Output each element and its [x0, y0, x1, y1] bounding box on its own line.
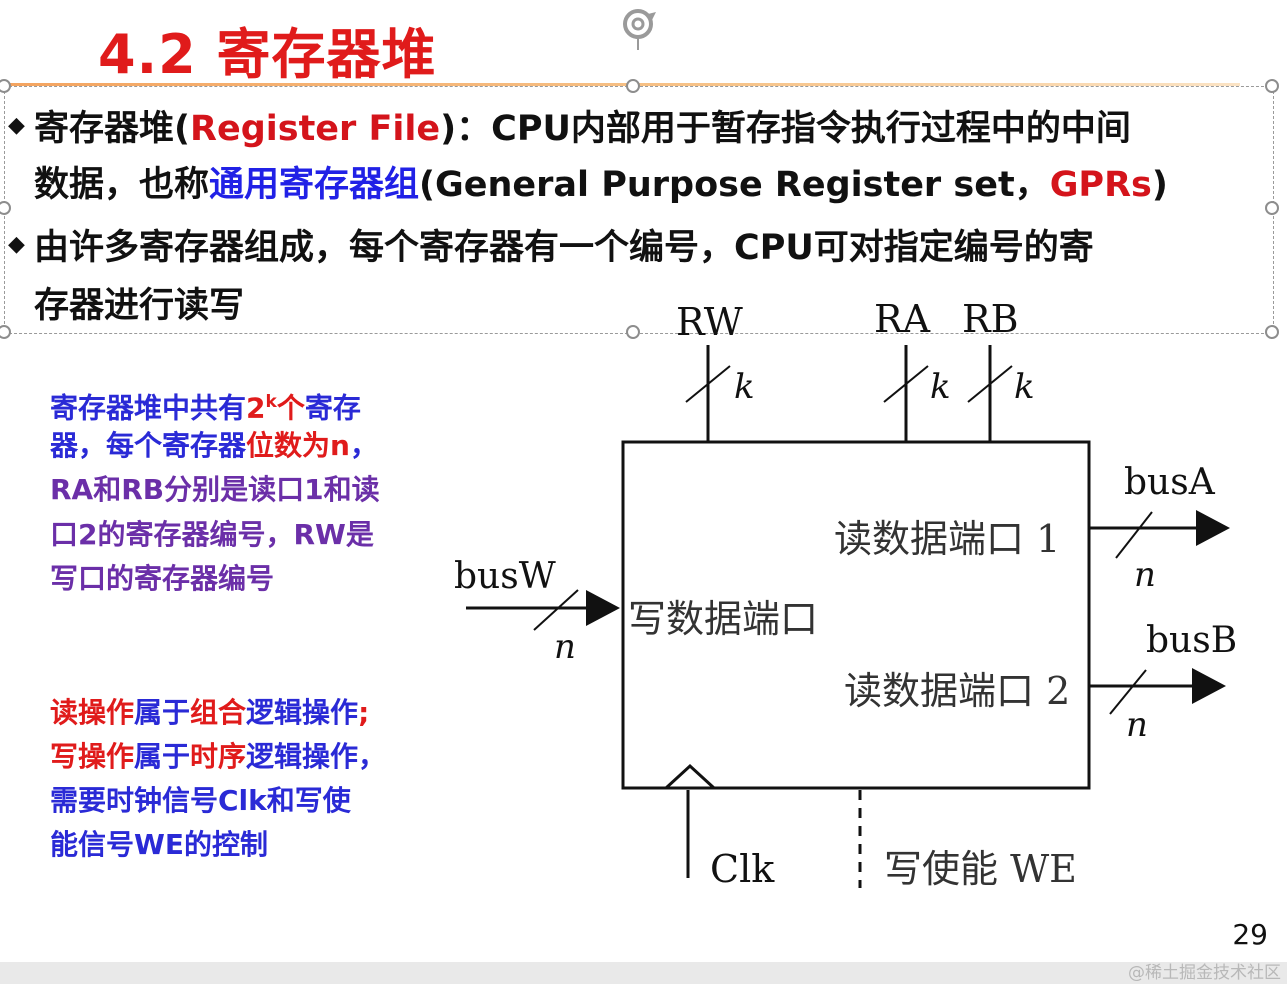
rw-width-k: k: [734, 367, 755, 407]
note-text: 组合: [190, 696, 247, 729]
note-text: 2: [246, 391, 266, 425]
resize-handle-bottom-right[interactable]: [1265, 325, 1279, 339]
bullet-text: ): [1151, 165, 1168, 205]
rb-bus-slash: [967, 365, 1013, 403]
busb-label: busB: [1146, 620, 1237, 661]
term-register-file: Register File: [190, 109, 441, 149]
resize-handle-bottom-left[interactable]: [0, 325, 11, 339]
busb-width-n: n: [1126, 705, 1148, 745]
side-note-2-line-2: 写操作属于时序逻辑操作，: [50, 735, 386, 779]
side-note-1-line-4: 口2的寄存器编号，RW是: [50, 518, 374, 551]
watermark: @稀土掘金技术社区: [1128, 963, 1281, 983]
resize-handle-middle-left[interactable]: [0, 201, 11, 215]
note-text: 寄存器堆中共有: [50, 391, 247, 425]
side-note-1-line-2: 器，每个寄存器位数为n，: [50, 424, 378, 468]
note-superscript: k: [265, 392, 277, 412]
side-note-1-line-1: 寄存器堆中共有2k个寄存: [50, 380, 361, 430]
note-text: 写操作: [50, 740, 135, 773]
note-text: 逻辑操作，: [246, 740, 387, 773]
title-underline: [0, 83, 1240, 86]
rotate-handle-icon[interactable]: [614, 2, 662, 50]
note-text: 个: [276, 391, 305, 425]
busa-bus-slash: [1115, 511, 1153, 559]
register-file-diagram: RW k RA k RB k busW n 写数据端口 busA n 读数据端口…: [454, 297, 1237, 891]
busa-arrow-icon: [1196, 510, 1230, 546]
busw-arrow-icon: [586, 590, 620, 626]
ra-label: RA: [874, 297, 931, 341]
busb-bus-slash: [1109, 669, 1147, 715]
write-enable-label: 写使能 WE: [884, 847, 1077, 891]
note-text: 逻辑操作: [246, 696, 359, 729]
note-text: 属于: [134, 696, 191, 729]
bottom-strip: [0, 962, 1287, 984]
bullet-text: 数据，也称: [34, 165, 210, 205]
note-text: 位数为n: [246, 429, 350, 462]
resize-handle-bottom-center[interactable]: [626, 325, 640, 339]
resize-handle-middle-right[interactable]: [1265, 201, 1279, 215]
busw-bus-slash: [533, 589, 579, 631]
busa-width-n: n: [1134, 555, 1156, 595]
resize-handle-top-right[interactable]: [1265, 79, 1279, 93]
side-note-2-line-1: 读操作属于组合逻辑操作;: [50, 691, 369, 735]
note-text: 时序: [190, 740, 247, 773]
busb-arrow-icon: [1192, 668, 1226, 704]
rb-width-k: k: [1014, 367, 1035, 407]
bullet-text: 寄存器堆(: [34, 109, 190, 149]
bullet-2-line-1: 由许多寄存器组成，每个寄存器有一个编号，CPU可对指定编号的寄: [34, 228, 1094, 268]
clock-edge-triangle: [664, 763, 716, 790]
note-text: 读操作: [50, 696, 135, 729]
side-note-2-line-3: 需要时钟信号Clk和写使: [50, 784, 351, 817]
bullet-diamond-icon: ◆: [8, 232, 25, 257]
side-note-1-line-5: 写口的寄存器编号: [50, 562, 275, 595]
ra-bus-slash: [883, 365, 929, 403]
term-gprs: GPRs: [1049, 165, 1152, 205]
note-text: 寄存: [304, 391, 361, 425]
note-text: ;: [358, 696, 370, 729]
read-data-port-2-label: 读数据端口 2: [844, 669, 1070, 713]
bullet-text: )：CPU内部用于暂存指令执行过程中的中间: [440, 109, 1131, 149]
bullet-text: (General Purpose Register set，: [419, 165, 1050, 205]
write-data-port-label: 写数据端口: [628, 597, 818, 641]
note-text: ，: [349, 429, 378, 462]
resize-handle-top-center[interactable]: [626, 79, 640, 93]
busw-width-n: n: [554, 627, 576, 667]
read-data-port-1-label: 读数据端口 1: [834, 517, 1060, 561]
ra-width-k: k: [930, 367, 951, 407]
bullet-diamond-icon: ◆: [8, 113, 25, 138]
busa-label: busA: [1124, 462, 1216, 503]
rw-label: RW: [676, 300, 743, 344]
clk-label: Clk: [710, 847, 775, 891]
resize-handle-top-left[interactable]: [0, 79, 11, 93]
note-text: 器，每个寄存器: [50, 429, 247, 462]
busw-label: busW: [454, 556, 556, 597]
side-note-2-line-4: 能信号WE的控制: [50, 828, 269, 861]
rw-bus-slash: [685, 365, 731, 403]
page-number: 29: [1232, 918, 1268, 951]
slide-title: 4.2 寄存器堆: [98, 23, 437, 86]
bullet-2-line-2: 存器进行读写: [34, 286, 245, 326]
bullet-1-line-1: 寄存器堆(Register File)：CPU内部用于暂存指令执行过程中的中间: [34, 100, 1131, 151]
register-file-block: [621, 440, 1091, 790]
term-gprs-cn: 通用寄存器组: [209, 165, 420, 205]
rb-label: RB: [962, 297, 1019, 341]
bullet-1-line-2: 数据，也称通用寄存器组(General Purpose Register set…: [34, 156, 1168, 207]
side-note-1-line-3: RA和RB分别是读口1和读: [50, 473, 380, 506]
note-text: 属于: [134, 740, 191, 773]
